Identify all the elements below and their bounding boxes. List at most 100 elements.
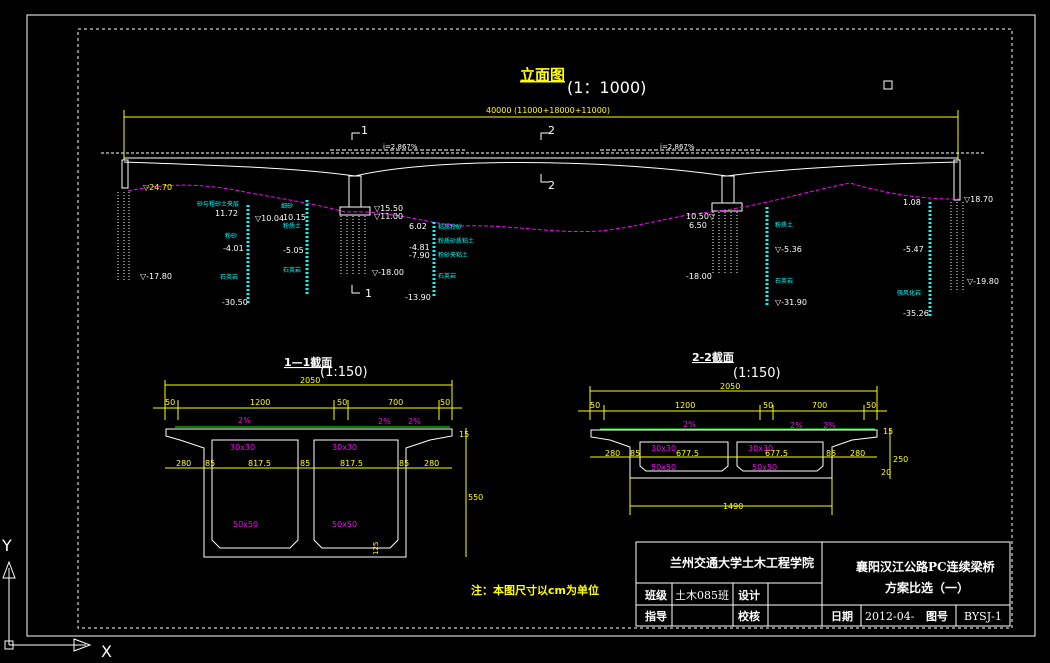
cut-mark-2-top bbox=[540, 132, 549, 140]
svg-text:85: 85 bbox=[399, 459, 409, 468]
ground-line bbox=[127, 182, 961, 233]
cut-mark-2-bottom bbox=[540, 174, 549, 183]
section2-scale: (1:150) bbox=[733, 366, 781, 381]
total-dim-text: 40000 (11000+18000+11000) bbox=[486, 106, 610, 115]
unit-note: 注：本图尺寸以cm为单位 bbox=[471, 583, 599, 597]
elevation-annotations: ▽24.70 ▽-17.80 砂与粗砂土夹层 11.72 ▽10.04 粉砂 -… bbox=[140, 183, 999, 318]
svg-text:1.08: 1.08 bbox=[903, 198, 921, 207]
svg-text:▽24.70: ▽24.70 bbox=[143, 183, 172, 192]
svg-text:15: 15 bbox=[883, 427, 893, 436]
svg-text:▽-18.00: ▽-18.00 bbox=[372, 268, 404, 277]
svg-text:700: 700 bbox=[388, 398, 403, 407]
svg-text:砂与粗砂土夹层: 砂与粗砂土夹层 bbox=[197, 200, 239, 208]
svg-text:指导: 指导 bbox=[645, 609, 667, 623]
piles-right-abutment bbox=[950, 202, 964, 290]
svg-text:-5.47: -5.47 bbox=[903, 245, 924, 254]
svg-text:11.72: 11.72 bbox=[215, 209, 238, 218]
viewport-marker bbox=[883, 80, 893, 90]
svg-text:2: 2 bbox=[548, 124, 555, 137]
project-subtitle: 方案比选（一） bbox=[885, 580, 969, 595]
svg-text:2: 2 bbox=[548, 179, 555, 192]
svg-text:817.5: 817.5 bbox=[248, 459, 271, 468]
svg-text:1: 1 bbox=[361, 124, 368, 137]
svg-text:2%: 2% bbox=[790, 421, 803, 430]
ucs-x-label: X bbox=[101, 642, 112, 661]
svg-text:6.02: 6.02 bbox=[409, 222, 427, 231]
svg-text:粉砂夹粘土: 粉砂夹粘土 bbox=[438, 251, 468, 259]
svg-text:▽-5.36: ▽-5.36 bbox=[775, 245, 802, 254]
pier-1-cap bbox=[339, 206, 371, 216]
svg-text:细砂: 细砂 bbox=[281, 202, 293, 210]
svg-text:85: 85 bbox=[205, 459, 215, 468]
svg-text:-18.00: -18.00 bbox=[686, 272, 712, 281]
svg-text:-13.90: -13.90 bbox=[405, 293, 431, 302]
svg-text:粘质粉砂: 粘质粉砂 bbox=[438, 223, 462, 231]
svg-text:▽15.50: ▽15.50 bbox=[374, 204, 403, 213]
section-2-2: 2-2截面 (1:150) 2050 50 1200 50 700 50 2% … bbox=[578, 350, 908, 515]
svg-text:677.5: 677.5 bbox=[765, 449, 788, 458]
svg-text:校核: 校核 bbox=[738, 609, 760, 623]
svg-text:280: 280 bbox=[176, 459, 191, 468]
svg-text:粉质土: 粉质土 bbox=[283, 222, 301, 230]
slope-right-label: i=2.867% bbox=[660, 143, 695, 151]
elevation-title: 立面图 bbox=[520, 66, 565, 84]
girder-soffit bbox=[123, 161, 959, 177]
title-block: 兰州交通大学土木工程学院 襄阳汉江公路PC连续梁桥 方案比选（一） 班级 土木0… bbox=[635, 541, 1011, 627]
section1-box-outline bbox=[165, 428, 453, 558]
svg-text:设计: 设计 bbox=[738, 588, 760, 602]
svg-text:50x50: 50x50 bbox=[752, 463, 777, 472]
svg-text:粉质土: 粉质土 bbox=[775, 221, 793, 229]
svg-text:677.5: 677.5 bbox=[676, 449, 699, 458]
svg-text:2%: 2% bbox=[408, 417, 421, 426]
svg-text:50: 50 bbox=[590, 401, 600, 410]
svg-text:50: 50 bbox=[866, 401, 876, 410]
ucs-icon: Y X bbox=[1, 536, 112, 661]
svg-text:10.50▽: 10.50▽ bbox=[686, 212, 716, 221]
svg-text:50: 50 bbox=[763, 401, 773, 410]
project-name: 襄阳汉江公路PC连续梁桥 bbox=[855, 559, 996, 574]
svg-text:280: 280 bbox=[605, 449, 620, 458]
section-1-1: 1—1截面 (1:150) 2050 50 1200 50 700 50 2% … bbox=[153, 355, 483, 558]
section2-title: 2-2截面 bbox=[692, 350, 734, 364]
svg-text:石英岩: 石英岩 bbox=[220, 273, 238, 281]
svg-text:30x30: 30x30 bbox=[230, 443, 255, 452]
svg-text:50: 50 bbox=[440, 398, 450, 407]
section1-scale: (1:150) bbox=[320, 365, 368, 380]
svg-text:▽-31.90: ▽-31.90 bbox=[775, 298, 807, 307]
svg-text:15: 15 bbox=[459, 430, 469, 439]
pier-2-cap bbox=[711, 202, 743, 212]
svg-text:▽-19.80: ▽-19.80 bbox=[967, 277, 999, 286]
svg-text:30x30: 30x30 bbox=[748, 444, 773, 453]
svg-text:30x30: 30x30 bbox=[651, 444, 676, 453]
inner-frame bbox=[77, 28, 1013, 629]
elevation-view: 立面图 (1：1000) 40000 (11000+18000+11000) 1… bbox=[101, 66, 999, 318]
elevation-scale: (1：1000) bbox=[567, 78, 646, 97]
svg-text:817.5: 817.5 bbox=[340, 459, 363, 468]
svg-text:粉砂: 粉砂 bbox=[225, 232, 237, 240]
section1-title: 1—1截面 bbox=[284, 355, 332, 369]
svg-text:1200: 1200 bbox=[250, 398, 270, 407]
svg-text:石英岩: 石英岩 bbox=[438, 272, 456, 280]
school-name: 兰州交通大学土木工程学院 bbox=[670, 555, 814, 570]
borehole-columns bbox=[246, 200, 932, 316]
svg-text:550: 550 bbox=[468, 493, 483, 502]
svg-text:2012-04-: 2012-04- bbox=[865, 610, 915, 623]
svg-text:50x50: 50x50 bbox=[332, 520, 357, 529]
piles-left-abutment bbox=[117, 192, 130, 280]
svg-text:85: 85 bbox=[300, 459, 310, 468]
svg-text:▽-17.80: ▽-17.80 bbox=[140, 272, 172, 281]
piles-pier-2 bbox=[712, 212, 738, 275]
outer-frame bbox=[26, 14, 1036, 637]
ucs-y-label: Y bbox=[1, 536, 12, 555]
svg-text:图号: 图号 bbox=[926, 610, 948, 623]
svg-text:土木085班: 土木085班 bbox=[675, 589, 729, 602]
svg-text:1200: 1200 bbox=[675, 401, 695, 410]
svg-text:▽11.00: ▽11.00 bbox=[374, 212, 403, 221]
svg-text:1: 1 bbox=[365, 287, 372, 300]
svg-text:1490: 1490 bbox=[723, 502, 743, 511]
svg-text:280: 280 bbox=[850, 449, 865, 458]
right-abutment bbox=[953, 159, 961, 201]
svg-text:2050: 2050 bbox=[300, 376, 320, 385]
pier-1 bbox=[348, 175, 362, 208]
